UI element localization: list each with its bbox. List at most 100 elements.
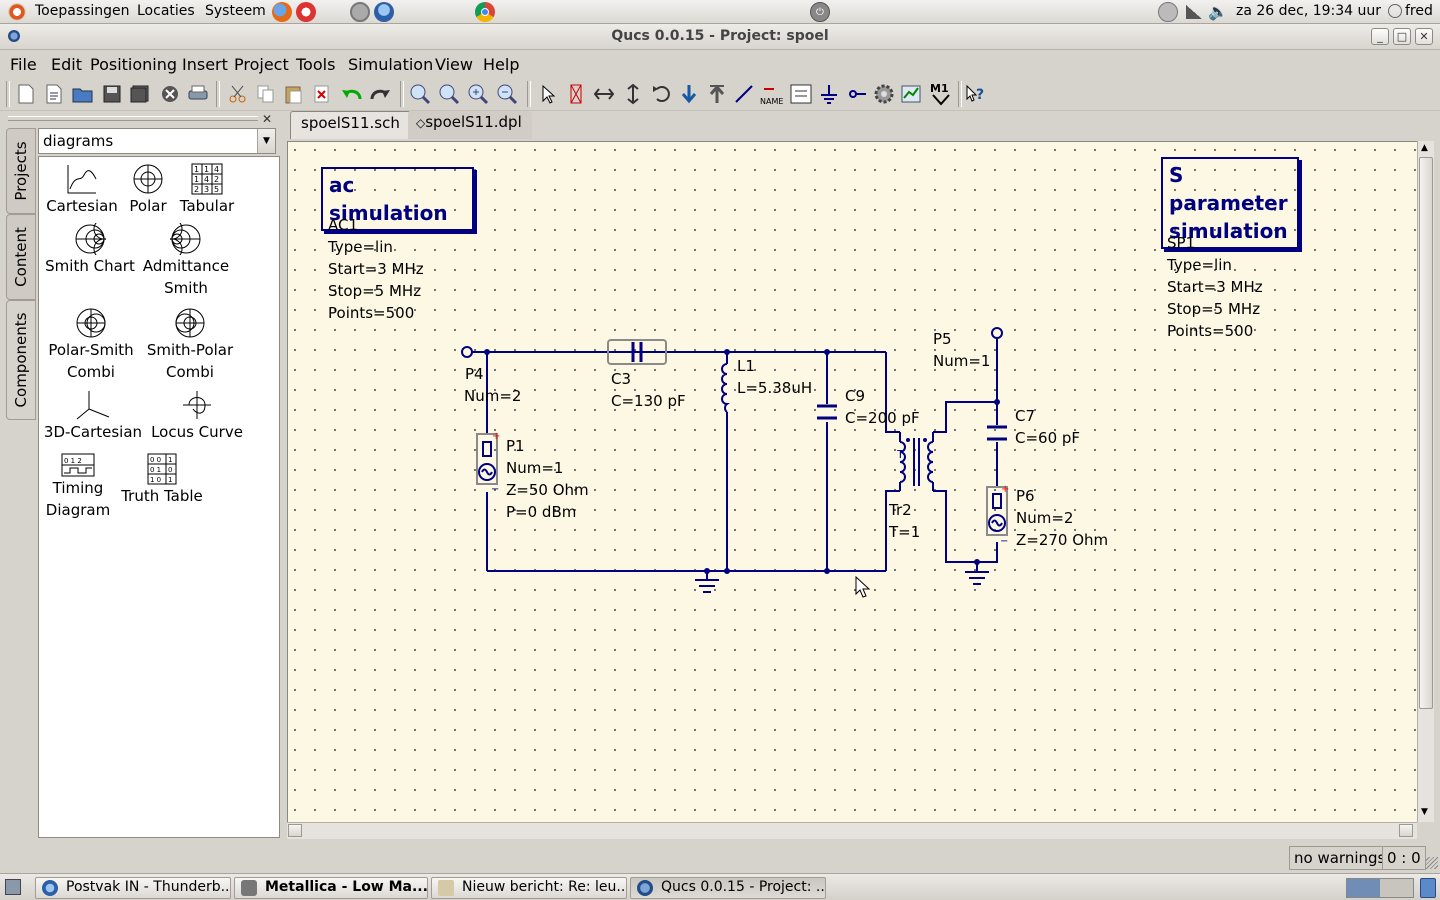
menu-simulation[interactable]: Simulation (348, 55, 434, 74)
component-cartesian[interactable]: Cartesian (45, 163, 119, 217)
taskbar-compose-message[interactable]: Nieuw bericht: Re: leu... (431, 877, 627, 899)
scroll-up-icon[interactable]: ▲ (1421, 143, 1428, 153)
capacitor-c3[interactable] (607, 339, 667, 365)
user-power-icon[interactable] (1388, 4, 1402, 18)
window-titlebar[interactable]: Qucs 0.0.15 - Project: spoel _ □ ✕ (0, 24, 1440, 50)
close-doc-icon[interactable] (158, 82, 182, 106)
mirror-y-icon[interactable] (621, 82, 645, 106)
s-parameter-simulation-block[interactable]: S parameter simulation (1161, 157, 1299, 249)
dock-close-icon[interactable]: ✕ (262, 112, 273, 126)
tab-components[interactable]: Components (6, 300, 36, 420)
rotate-icon[interactable] (650, 82, 674, 106)
scroll-thumb[interactable] (1399, 824, 1413, 837)
clock[interactable]: za 26 dec, 19:34 uur (1236, 3, 1382, 19)
component-locus-curve[interactable]: Locus Curve (147, 389, 247, 443)
maximize-button[interactable]: □ (1393, 28, 1411, 45)
mirror-x-icon[interactable] (592, 82, 616, 106)
ground-symbol[interactable] (965, 571, 989, 585)
port-icon[interactable] (845, 82, 869, 106)
view-data-icon[interactable] (900, 82, 924, 106)
capacitor-c7[interactable] (987, 425, 1007, 441)
screenshot-icon[interactable] (350, 2, 370, 22)
chrome-icon[interactable] (475, 2, 495, 22)
minimize-button[interactable]: _ (1371, 28, 1389, 45)
ground-symbol[interactable] (695, 579, 719, 593)
menu-help[interactable]: Help (483, 55, 520, 74)
equation-icon[interactable] (789, 82, 813, 106)
window-menu-icon[interactable] (8, 30, 20, 42)
set-marker-icon[interactable]: M1 (929, 82, 953, 106)
select-icon[interactable] (536, 82, 560, 106)
firefox-icon[interactable] (272, 2, 292, 22)
zoom-out-icon[interactable] (495, 82, 519, 106)
deactivate-icon[interactable] (564, 82, 588, 106)
menu-view[interactable]: View (435, 55, 473, 74)
port-p5-icon[interactable] (991, 327, 1003, 339)
new-text-icon[interactable] (42, 82, 66, 106)
port-p4-icon[interactable] (461, 346, 473, 358)
menu-applications[interactable]: Toepassingen (35, 3, 130, 19)
schematic-canvas[interactable]: + − + − T ac simulation (287, 141, 1417, 822)
component-smith-polar-combi[interactable]: Smith-Polar Combi (145, 307, 235, 383)
inductor-l1[interactable] (721, 363, 730, 413)
vertical-scrollbar[interactable]: ▲ ▼ (1417, 141, 1434, 822)
component-smith-chart[interactable]: Smith Chart (45, 223, 135, 277)
simulate-icon[interactable] (872, 82, 896, 106)
undo-icon[interactable] (340, 82, 364, 106)
taskbar-music-player[interactable]: Metallica - Low Ma... (234, 877, 428, 899)
close-button[interactable]: ✕ (1415, 28, 1433, 45)
power-source-p6[interactable] (986, 486, 1008, 536)
taskbar-thunderbird[interactable]: Postvak IN - Thunderb... (35, 877, 231, 899)
menu-tools[interactable]: Tools (296, 55, 336, 74)
paste-icon[interactable] (282, 82, 306, 106)
signal-icon[interactable] (1186, 5, 1202, 19)
view-all-icon[interactable] (408, 82, 432, 106)
show-desktop-icon[interactable] (5, 879, 21, 895)
cut-icon[interactable] (226, 82, 250, 106)
copy-icon[interactable] (254, 82, 278, 106)
power-source-p1[interactable] (476, 433, 498, 485)
menu-project[interactable]: Project (234, 55, 289, 74)
tab-projects[interactable]: Projects (6, 128, 36, 214)
component-category-select[interactable]: diagrams ▼ (38, 128, 276, 154)
user-name[interactable]: fred (1405, 3, 1433, 19)
ac-simulation-block[interactable]: ac simulation (321, 167, 474, 231)
view-1-1-icon[interactable] (437, 82, 461, 106)
open-icon[interactable] (71, 82, 95, 106)
capacitor-c9[interactable] (817, 404, 837, 420)
thunderbird-icon[interactable] (374, 2, 394, 22)
save-all-icon[interactable] (128, 82, 152, 106)
wire[interactable] (885, 352, 900, 571)
ground-icon[interactable] (817, 82, 841, 106)
save-icon[interactable] (100, 82, 124, 106)
scroll-thumb[interactable] (1419, 157, 1433, 709)
trash-icon[interactable] (1420, 878, 1436, 898)
dock-titlebar-grip[interactable] (8, 116, 258, 121)
taskbar-qucs[interactable]: Qucs 0.0.15 - Project: ... (630, 877, 826, 899)
component-timing-diagram[interactable]: 0 1 2 Timing Diagram (43, 453, 113, 521)
menu-positioning[interactable]: Positioning (90, 55, 178, 74)
whats-this-icon[interactable]: ? (963, 82, 987, 106)
scroll-down-icon[interactable]: ▼ (1421, 807, 1428, 817)
wire[interactable] (977, 542, 998, 563)
component-3d-cartesian[interactable]: 3D-Cartesian (43, 389, 143, 443)
component-polar-smith-combi[interactable]: Polar-Smith Combi (43, 307, 139, 383)
scroll-thumb[interactable] (288, 824, 302, 837)
resize-grip-icon[interactable] (1426, 857, 1438, 869)
wire-icon[interactable] (732, 82, 756, 106)
chevron-down-icon[interactable]: ▼ (257, 129, 275, 153)
help-lifebuoy-icon[interactable] (296, 2, 316, 22)
enter-subcircuit-icon[interactable] (677, 82, 701, 106)
print-icon[interactable] (186, 82, 210, 106)
menu-edit[interactable]: Edit (51, 55, 82, 74)
zoom-in-icon[interactable] (466, 82, 490, 106)
tab-content[interactable]: Content (6, 214, 36, 300)
network-icon[interactable] (1158, 2, 1178, 22)
menu-places[interactable]: Locaties (137, 3, 195, 19)
component-polar[interactable]: Polar (125, 163, 171, 217)
redo-icon[interactable] (368, 82, 392, 106)
horizontal-scrollbar[interactable] (287, 822, 1417, 839)
menu-insert[interactable]: Insert (182, 55, 228, 74)
workspace-switcher[interactable] (1346, 878, 1414, 898)
